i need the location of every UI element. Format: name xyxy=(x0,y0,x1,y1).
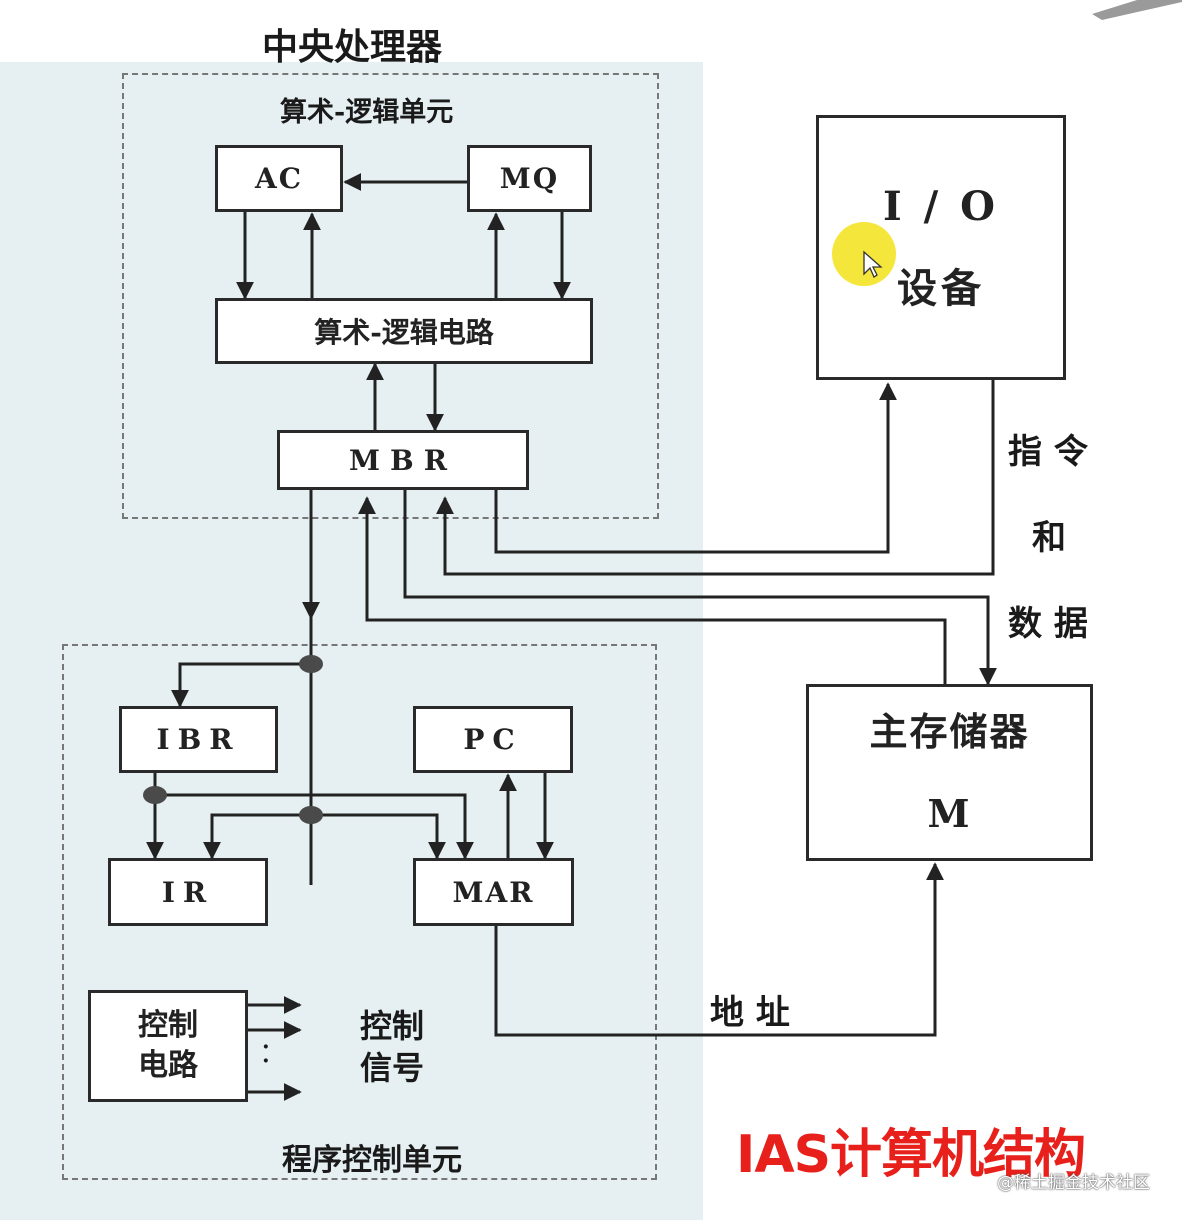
bus-to-ir-arrow xyxy=(203,813,311,860)
instr-data-label-1: 指 令 xyxy=(1008,432,1088,472)
main-memory-box: 主存储器 M xyxy=(806,684,1093,861)
control-signal-label: 控制 信号 xyxy=(360,1005,424,1089)
mar-to-memory-arrow xyxy=(494,862,944,1037)
mbr-to-memory-arrow xyxy=(403,490,997,686)
io-line1: I / O xyxy=(882,182,999,230)
ibr-register: IBR xyxy=(119,706,278,773)
ac-register: AC xyxy=(215,145,343,212)
control-circuit-line1: 控制 xyxy=(138,1008,198,1043)
io-line2: 设备 xyxy=(897,264,985,312)
control-unit-title: 程序控制单元 xyxy=(282,1143,462,1178)
cpu-title: 中央处理器 xyxy=(262,26,443,68)
alu-unit-region xyxy=(122,73,659,519)
memory-to-mbr-arrow xyxy=(358,496,947,684)
junction-node-ibr xyxy=(143,786,167,804)
alu-circuit: 算术-逻辑电路 xyxy=(215,298,593,364)
control-signal-line2: 信号 xyxy=(360,1049,425,1087)
mar-register: MAR xyxy=(413,858,574,926)
ibr-to-mar-arrow xyxy=(155,793,474,860)
address-label: 地 址 xyxy=(710,993,790,1033)
ir-register: IR xyxy=(108,858,268,926)
alu-unit-title: 算术-逻辑单元 xyxy=(280,97,454,128)
mouse-pointer-icon xyxy=(863,250,883,278)
junction-node-mid xyxy=(299,806,323,824)
watermark: @稀土掘金技术社区 xyxy=(997,1173,1150,1193)
signal-dots: ·· xyxy=(262,1034,270,1074)
control-signal-line1: 控制 xyxy=(360,1007,425,1045)
control-circuit-line2: 电路 xyxy=(138,1048,198,1083)
instr-data-label-2: 和 xyxy=(1032,518,1066,558)
control-unit-region xyxy=(62,644,657,1180)
mbr-register: MBR xyxy=(277,430,529,490)
junction-node-top xyxy=(299,655,323,673)
corner-decoration xyxy=(1092,0,1182,20)
diagram-caption: IAS计算机结构 xyxy=(736,1125,1086,1185)
memory-line1: 主存储器 xyxy=(869,708,1030,754)
mq-register: MQ xyxy=(467,145,592,212)
instr-data-label-3: 数 据 xyxy=(1008,604,1088,644)
bus-to-mar-arrow xyxy=(311,813,446,860)
control-circuit-box: 控制 电路 xyxy=(88,990,248,1102)
pc-register: PC xyxy=(413,706,573,773)
mbr-to-io-arrow xyxy=(494,382,897,554)
memory-line2: M xyxy=(927,790,972,836)
io-to-mbr-arrow xyxy=(436,380,995,576)
bus-to-ibr-arrow xyxy=(171,662,311,708)
